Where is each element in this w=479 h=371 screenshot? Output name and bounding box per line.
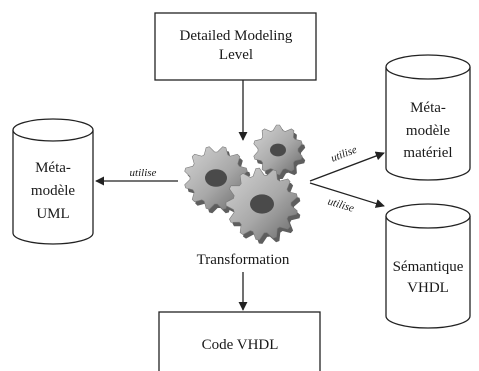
code-vhdl-label: Code VHDL xyxy=(202,337,279,353)
meta-modele-uml-line-1: Méta- xyxy=(35,160,71,176)
edge-label-utilise-materiel: utilise xyxy=(329,144,359,165)
edge-label-utilise-uml: utilise xyxy=(130,167,157,179)
svg-text:Sémantique: Sémantique xyxy=(393,259,464,275)
gears-icon xyxy=(184,124,306,244)
transformation-label: Transformation xyxy=(197,252,290,268)
svg-text:modèle: modèle xyxy=(31,183,75,199)
meta-modele-uml-cylinder: Méta- modèle UML xyxy=(12,118,94,245)
semantique-vhdl-cylinder: Sémantique VHDL xyxy=(385,203,471,329)
edge-label-utilise-vhdl: utilise xyxy=(326,195,355,214)
svg-text:Méta-: Méta- xyxy=(410,100,446,116)
detailed-modeling-level-box: Detailed Modeling Level xyxy=(154,12,317,81)
svg-text:Méta-: Méta- xyxy=(35,160,71,176)
arrow-transformation-to-vhdl xyxy=(309,182,385,208)
gear-bottom-icon xyxy=(225,167,301,244)
svg-text:modèle: modèle xyxy=(406,123,450,139)
code-vhdl-box: Code VHDL xyxy=(158,311,321,371)
semantique-vhdl-line-2: VHDL xyxy=(407,280,449,296)
semantique-vhdl-line-1: Sémantique xyxy=(393,259,464,275)
arrow-transformation-to-materiel xyxy=(309,151,385,182)
svg-text:UML: UML xyxy=(36,206,69,222)
meta-modele-materiel-line-2: modèle xyxy=(406,123,450,139)
meta-modele-materiel-line-3: matériel xyxy=(403,145,452,161)
meta-modele-materiel-cylinder: Méta- modèle matériel xyxy=(385,54,471,181)
detailed-modeling-level-line-2: Level xyxy=(219,47,253,63)
svg-text:Level: Level xyxy=(219,47,253,63)
detailed-modeling-level-line-1: Detailed Modeling xyxy=(180,28,293,44)
meta-modele-materiel-line-1: Méta- xyxy=(410,100,446,116)
svg-text:Detailed Modeling: Detailed Modeling xyxy=(180,28,293,44)
svg-text:VHDL: VHDL xyxy=(407,280,449,296)
meta-modele-uml-line-2: modèle xyxy=(31,183,75,199)
meta-modele-uml-line-3: UML xyxy=(36,206,69,222)
gear-top-icon xyxy=(253,124,306,179)
svg-text:matériel: matériel xyxy=(403,145,452,161)
